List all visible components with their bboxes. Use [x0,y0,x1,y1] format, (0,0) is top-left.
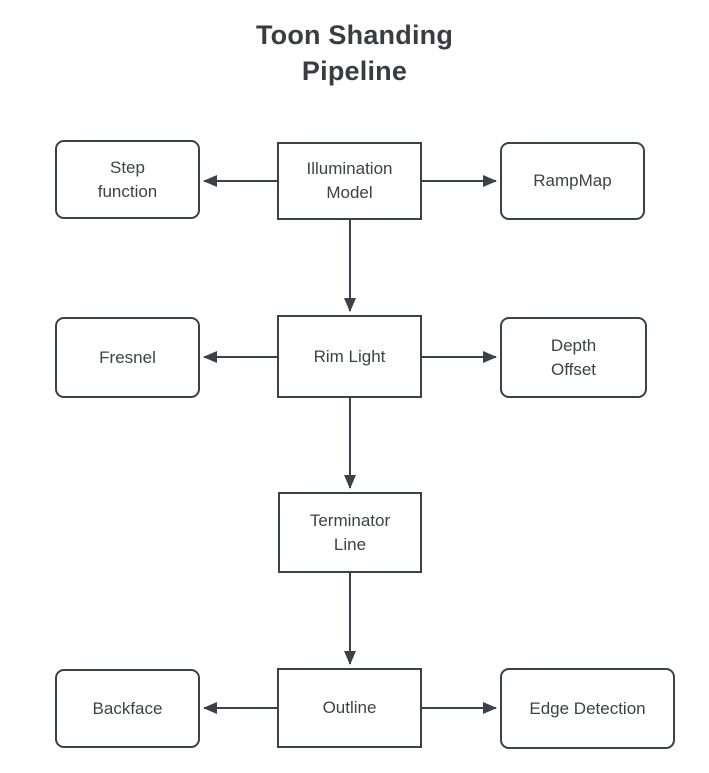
node-edge-detection-label: Edge Detection [529,698,646,718]
node-illumination-model: Illumination Model [277,142,422,220]
node-fresnel-label: Fresnel [99,347,156,367]
node-depth-offset-label: Depth Offset [550,335,597,379]
diagram-title: Toon Shanding Pipeline [255,20,454,86]
node-terminator-line-label: Terminator Line [309,510,391,554]
node-backface: Backface [55,669,200,748]
node-rampmap: RampMap [500,142,645,220]
node-fresnel: Fresnel [55,317,200,398]
node-rampmap-label: RampMap [533,171,612,190]
node-edge-detection: Edge Detection [500,668,675,749]
node-backface-label: Backface [92,698,163,718]
node-terminator-line: Terminator Line [278,492,422,573]
node-depth-offset: Depth Offset [500,317,647,398]
node-rim-light-label: Rim Light [313,346,386,366]
node-step-function: Step function [55,140,200,219]
node-step-function-label: Step function [97,157,158,201]
node-illumination-model-label: Illumination Model [306,159,393,202]
node-outline-label: Outline [322,698,377,717]
node-outline: Outline [277,668,422,748]
node-rim-light: Rim Light [277,315,422,398]
